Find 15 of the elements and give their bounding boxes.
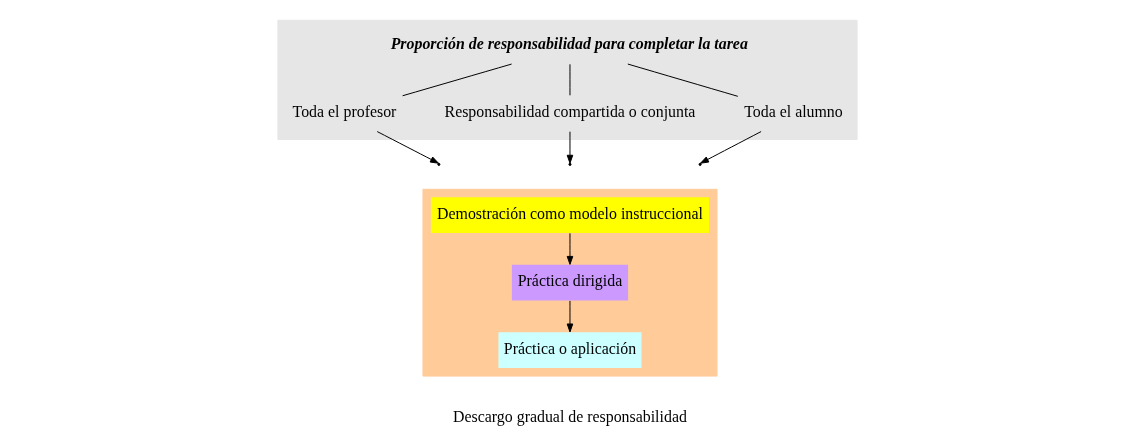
cluster	[277, 19, 858, 140]
node-box: Práctica o aplicación	[498, 332, 642, 369]
node-text: Toda el alumno	[744, 103, 843, 121]
connector	[627, 63, 739, 97]
arrow	[566, 300, 574, 333]
label: Descargo gradual de responsabilidad	[453, 407, 687, 425]
arrow	[376, 131, 439, 164]
node-text: Toda el profesor	[292, 103, 397, 121]
node-text: Proporción de responsabilidad para completar la tarea	[390, 34, 748, 52]
node-text: Responsabilidad compartida o conjunta	[444, 103, 696, 121]
cluster	[422, 188, 718, 377]
connector	[402, 63, 513, 97]
node-box: Demostración como modelo instruccional	[430, 197, 710, 233]
arrow	[566, 232, 574, 265]
node-box: Práctica dirigida	[511, 264, 629, 301]
